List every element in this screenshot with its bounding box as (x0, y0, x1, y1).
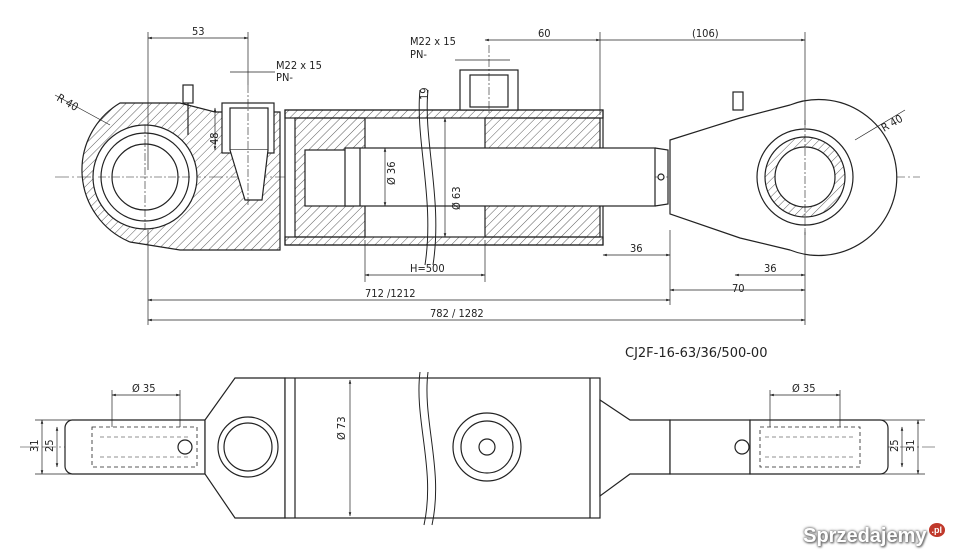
piston-rod (344, 147, 656, 207)
dim-port-left: M22 x 15 (276, 59, 322, 72)
dimension-lines-bottom (35, 379, 925, 517)
grease-nipple-bottom-left (177, 439, 193, 455)
watermark-tld: .pl (928, 523, 945, 537)
dim-h500: H=500 (410, 262, 445, 275)
dim-31-right: 31 (904, 439, 917, 452)
dimension-lines-top (54, 32, 906, 325)
grease-nipple-bottom-right (734, 439, 750, 455)
section-view (55, 45, 920, 266)
dim-60: 60 (538, 27, 551, 40)
dim-19: 19 (418, 87, 431, 100)
dim-712: 712 /1212 (365, 287, 416, 300)
dim-phi36: Ø 36 (385, 161, 398, 185)
barrel-exterior (284, 377, 601, 519)
dim-36a: 36 (630, 242, 643, 255)
grease-nipple-right (732, 91, 744, 111)
dim-782: 782 / 1282 (430, 307, 484, 320)
gland-top (484, 117, 601, 151)
dim-phi35-right: Ø 35 (792, 382, 816, 395)
watermark: Sprzedajemy.pl (803, 523, 945, 548)
break-line-1 (418, 89, 429, 266)
dim-pn-top: PN- (410, 48, 427, 61)
dim-r40-left: R 40 (55, 91, 81, 114)
dim-phi35-left: Ø 35 (132, 382, 156, 395)
dim-r40-right: R 40 (879, 112, 905, 135)
dim-70: 70 (732, 282, 745, 295)
dim-25-left: 25 (43, 439, 56, 452)
right-bore-hidden (759, 426, 861, 468)
dim-port-top: M22 x 15 (410, 35, 456, 48)
dim-phi63: Ø 63 (450, 186, 463, 210)
gland-bottom (484, 204, 601, 238)
dim-106: (106) (692, 27, 719, 40)
dim-25-right: 25 (888, 439, 901, 452)
dim-phi73: Ø 73 (335, 416, 348, 440)
grease-nipple-left (182, 84, 194, 104)
watermark-brand: Sprzedajemy (803, 525, 927, 547)
dim-48: 48 (208, 132, 221, 145)
right-tang (749, 419, 889, 475)
part-designation: CJ2F-16-63/36/500-00 (625, 346, 767, 361)
gland-exterior (599, 398, 671, 498)
left-bore-hidden (91, 426, 198, 468)
dimension-text-bottom: Ø 35 Ø 35 Ø 73 31 25 25 31 (28, 382, 917, 452)
dim-31-left: 31 (28, 439, 41, 452)
dim-36b: 36 (764, 262, 777, 275)
dim-53: 53 (192, 25, 205, 38)
dim-pn-left: PN- (276, 71, 293, 84)
